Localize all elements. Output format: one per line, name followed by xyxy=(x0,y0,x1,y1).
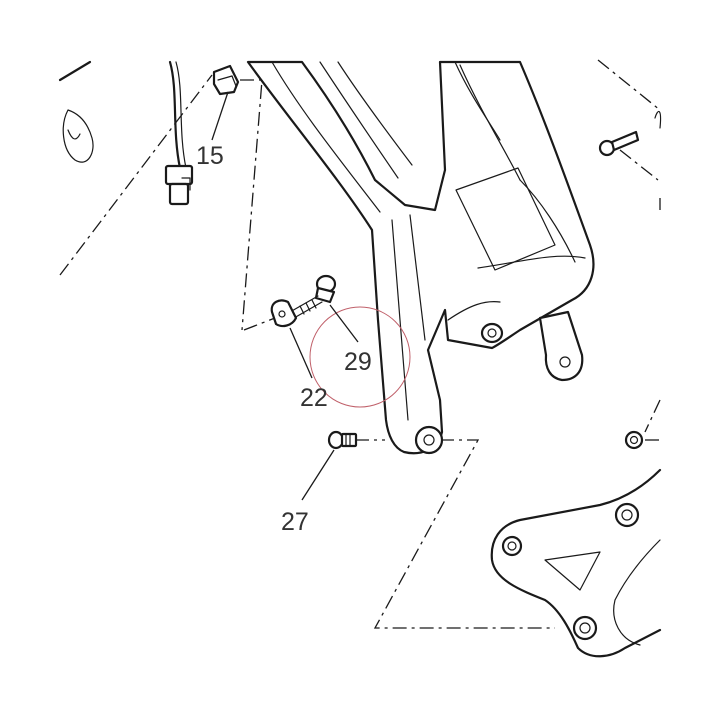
bracket-plate xyxy=(490,468,662,658)
washer-22 xyxy=(270,299,298,328)
callout-22: 22 xyxy=(300,384,328,412)
subframe-arm xyxy=(246,60,595,455)
bolt-right-top xyxy=(598,110,662,157)
clip-nut-15 xyxy=(212,64,240,96)
highlight-circle xyxy=(309,306,411,408)
leader-lines xyxy=(211,91,359,501)
callout-15: 15 xyxy=(196,142,224,170)
bolt-27 xyxy=(327,430,358,450)
wire-harness xyxy=(58,60,194,206)
callout-29: 29 xyxy=(344,348,372,376)
callout-27: 27 xyxy=(281,508,309,536)
bolt-29 xyxy=(289,274,337,319)
nut-right-middle xyxy=(624,430,644,450)
